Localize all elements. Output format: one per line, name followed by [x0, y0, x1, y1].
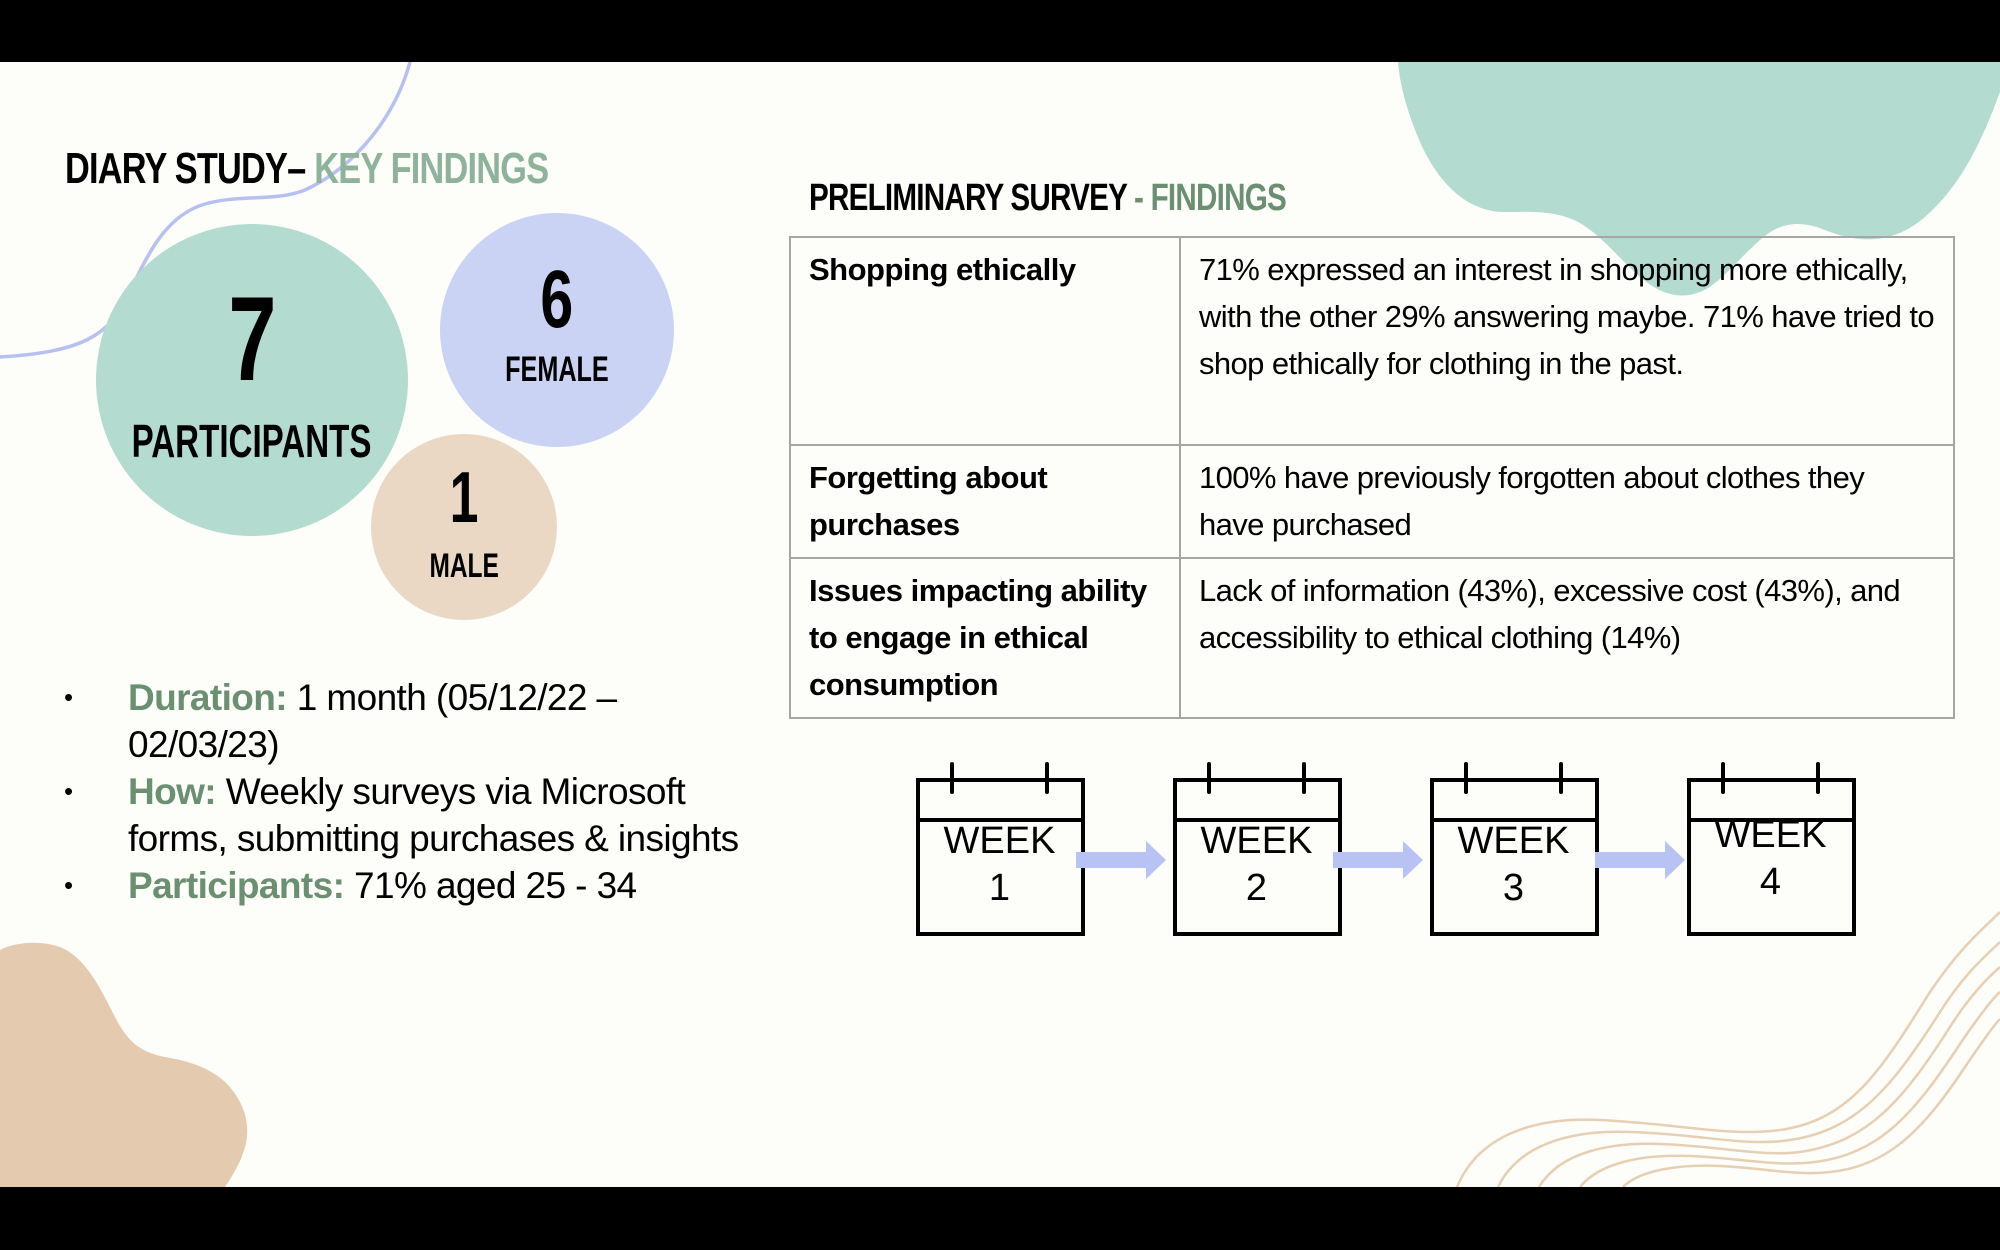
week-number: 4	[1759, 861, 1782, 903]
preliminary-survey-title: PRELIMINARY SURVEY - FINDINGS	[809, 177, 1287, 220]
male-count: 1	[449, 458, 479, 538]
week-label: WEEK	[1200, 820, 1313, 862]
week-label: WEEK	[1714, 814, 1827, 856]
beige-blob-decoration	[0, 942, 248, 1187]
participants-text: 71% aged 25 - 34	[354, 865, 637, 906]
duration-text: 1 month (05/12/22 – 02/03/23)	[128, 677, 617, 765]
bullet-dot: •	[64, 776, 73, 806]
finding-cell: 71% expressed an interest in shopping mo…	[1179, 236, 1955, 446]
wavy-lines-decoration	[1455, 911, 2000, 1187]
how-key: How:	[128, 771, 217, 812]
title-dark-part: DIARY STUDY–	[65, 144, 306, 193]
participants-label: PARTICIPANTS	[132, 415, 372, 467]
duration-key: Duration:	[128, 677, 288, 718]
arrow-right-icon	[1076, 841, 1166, 879]
topic-cell: Shopping ethically	[789, 236, 1181, 446]
female-label: FEMALE	[505, 350, 609, 389]
arrow-right-icon	[1595, 841, 1685, 879]
title-green-part: - FINDINGS	[1134, 177, 1287, 219]
bullet-dot: •	[64, 682, 73, 712]
table-row: Shopping ethically 71% expressed an inte…	[789, 236, 1955, 446]
study-details-list: • Duration: 1 month (05/12/22 – 02/03/23…	[64, 674, 764, 909]
week-2-calendar-icon: WEEK 2	[1173, 762, 1342, 936]
table-row: Forgetting about purchases 100% have pre…	[789, 444, 1955, 559]
participants-key: Participants:	[128, 865, 345, 906]
how-bullet: • How: Weekly surveys via Microsoft form…	[64, 768, 764, 862]
finding-cell: Lack of information (43%), excessive cos…	[1179, 557, 1955, 719]
bullet-dot: •	[64, 870, 73, 900]
diary-study-title: DIARY STUDY– KEY FINDINGS	[65, 144, 549, 194]
findings-table: Shopping ethically 71% expressed an inte…	[789, 236, 1955, 719]
week-3-calendar-icon: WEEK 3	[1430, 762, 1599, 936]
participants-stat-circle: 7 PARTICIPANTS	[96, 224, 408, 536]
topic-cell: Issues impacting ability to engage in et…	[789, 557, 1181, 719]
week-number: 1	[988, 867, 1011, 909]
week-1-calendar-icon: WEEK 1	[916, 762, 1085, 936]
female-stat-circle: 6 FEMALE	[440, 213, 674, 447]
week-4-calendar-icon: WEEK 4	[1687, 762, 1856, 936]
week-label: WEEK	[1457, 820, 1570, 862]
title-green-part: KEY FINDINGS	[314, 144, 549, 193]
table-row: Issues impacting ability to engage in et…	[789, 557, 1955, 719]
duration-bullet: • Duration: 1 month (05/12/22 – 02/03/23…	[64, 674, 764, 768]
week-label: WEEK	[943, 820, 1056, 862]
week-number: 3	[1502, 867, 1525, 909]
week-number: 2	[1245, 867, 1268, 909]
title-dark-part: PRELIMINARY SURVEY	[809, 177, 1127, 219]
how-text: Weekly surveys via Microsoft forms, subm…	[128, 771, 739, 859]
finding-cell: 100% have previously forgotten about clo…	[1179, 444, 1955, 559]
male-label: MALE	[429, 547, 499, 585]
participants-count: 7	[227, 272, 277, 406]
arrow-right-icon	[1333, 841, 1423, 879]
topic-cell: Forgetting about purchases	[789, 444, 1181, 559]
female-count: 6	[540, 254, 574, 345]
male-stat-circle: 1 MALE	[371, 434, 557, 620]
participants-bullet: • Participants: 71% aged 25 - 34	[64, 862, 764, 909]
slide: DIARY STUDY– KEY FINDINGS 7 PARTICIPANTS…	[0, 62, 2000, 1187]
